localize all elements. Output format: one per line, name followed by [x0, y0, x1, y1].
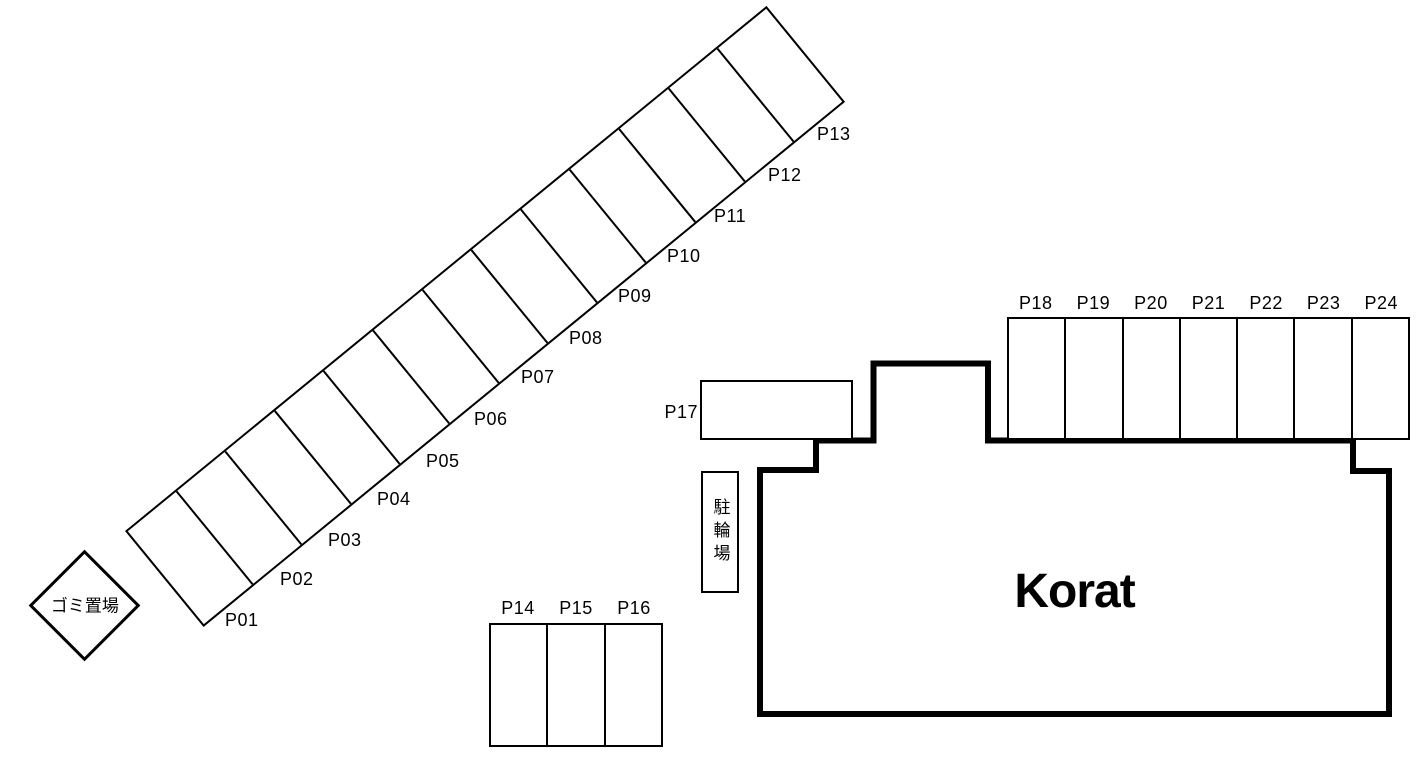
- label-p21: P21: [1191, 293, 1226, 313]
- parking-space-p22: [1236, 319, 1293, 438]
- parking-space-p20: [1121, 319, 1179, 438]
- parking-space-p16: [603, 625, 661, 745]
- label-p05: P05: [426, 451, 460, 471]
- label-p03: P03: [328, 530, 362, 550]
- label-p06: P06: [474, 409, 508, 429]
- parking-space-p14: [491, 625, 546, 745]
- label-p08: P08: [569, 328, 603, 348]
- parking-space-p18: [1009, 319, 1064, 438]
- label-p18: P18: [1019, 293, 1053, 313]
- parking-space-p17: [700, 380, 853, 440]
- label-p12: P12: [768, 165, 802, 185]
- parking-space-p19: [1064, 319, 1121, 438]
- parking-space-p23: [1293, 319, 1350, 438]
- trash-area-label: ゴミ置場: [50, 596, 119, 615]
- label-p16: P16: [617, 598, 651, 618]
- label-p17: P17: [664, 402, 698, 422]
- label-p22: P22: [1249, 293, 1283, 313]
- middle-block-labels: P14 P15 P16: [489, 599, 663, 617]
- label-p20: P20: [1134, 293, 1168, 313]
- label-p09: P09: [618, 286, 652, 306]
- label-p19: P19: [1076, 293, 1111, 313]
- top-row-labels: P18 P19 P20 P21 P22 P23 P24: [1007, 294, 1410, 312]
- building-shape: [757, 360, 1392, 717]
- bicycle-parking-area: 駐輪場: [701, 471, 739, 593]
- label-p01: P01: [225, 610, 259, 630]
- label-p14: P14: [501, 598, 535, 618]
- parking-space-p15: [546, 625, 603, 745]
- parking-space-p24: [1350, 319, 1408, 438]
- label-p13: P13: [817, 124, 851, 144]
- parking-row-top: [1007, 317, 1410, 440]
- label-p02: P02: [280, 569, 314, 589]
- label-p11: P11: [714, 206, 747, 226]
- label-p24: P24: [1364, 293, 1399, 313]
- bicycle-parking-label: 駐輪場: [710, 497, 730, 567]
- label-p23: P23: [1306, 293, 1341, 313]
- parking-space-p21: [1178, 319, 1236, 438]
- label-p10: P10: [667, 246, 701, 266]
- label-p04: P04: [377, 489, 411, 509]
- label-p15: P15: [559, 598, 593, 618]
- parking-block-middle: [489, 623, 663, 747]
- label-p07: P07: [521, 367, 555, 387]
